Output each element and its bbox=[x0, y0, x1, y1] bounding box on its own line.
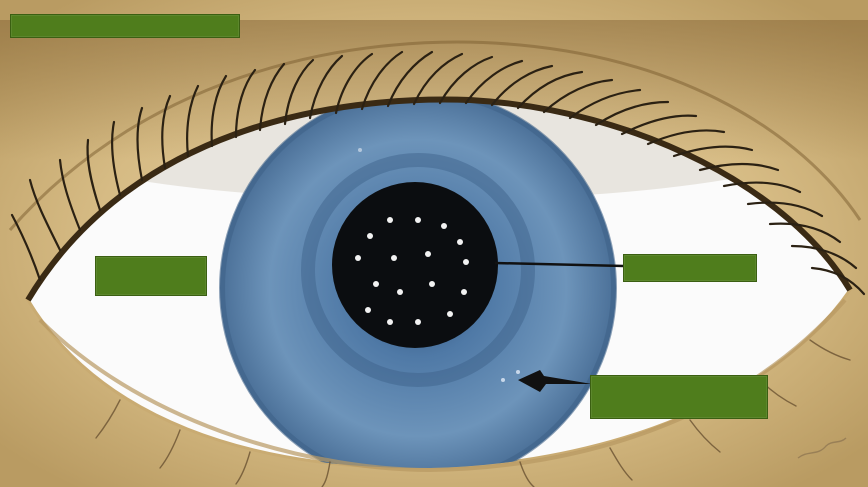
left-annotation-tag bbox=[95, 256, 207, 296]
title-tag bbox=[10, 14, 240, 38]
iris-fleck bbox=[501, 378, 505, 382]
iris-fleck bbox=[358, 148, 362, 152]
iris-fleck bbox=[516, 370, 520, 374]
pupil bbox=[332, 182, 498, 348]
pupil-annotation-tag bbox=[623, 254, 757, 282]
iris-mark-annotation-tag bbox=[590, 375, 768, 419]
